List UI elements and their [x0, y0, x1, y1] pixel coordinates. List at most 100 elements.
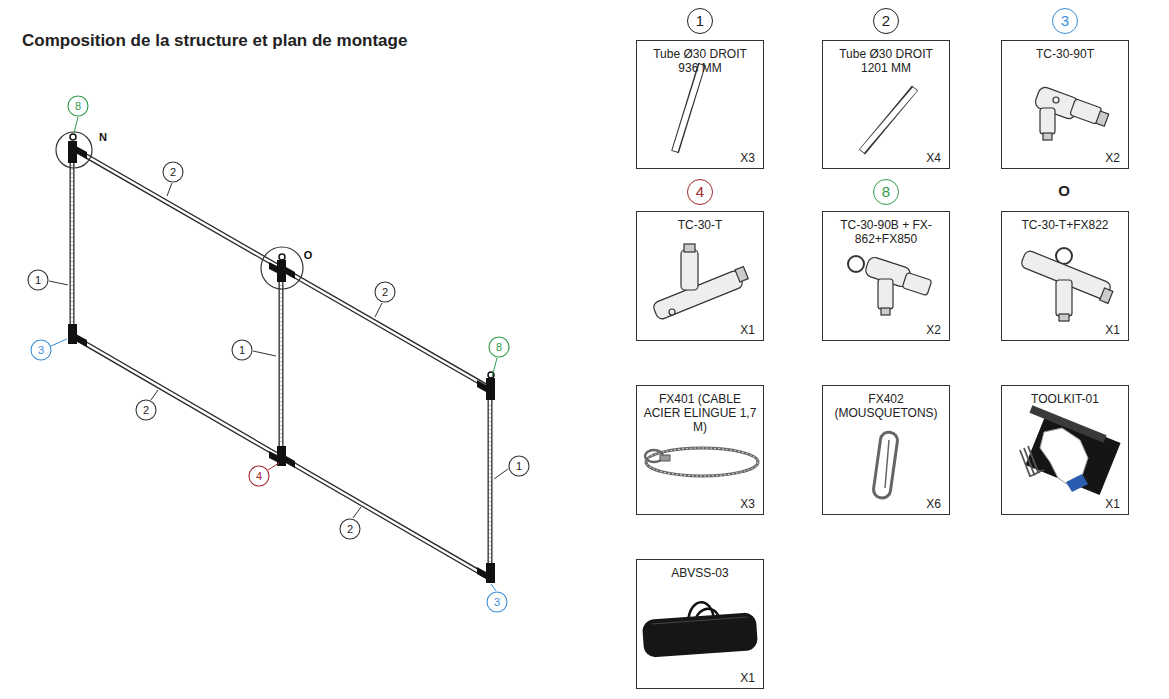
leader-line [492, 358, 497, 377]
leader-line [353, 507, 361, 518]
fitting-stub [878, 279, 893, 309]
fitting-end [735, 267, 748, 282]
quantity: X4 [926, 151, 941, 165]
callout-number: 3 [487, 592, 507, 612]
callout-number: 1 [28, 270, 48, 290]
hex-keys [1020, 446, 1044, 476]
right-post-hatch [490, 405, 491, 562]
part-box: OTC-30-T+FX822X1 [1001, 211, 1129, 341]
fitting-arm [902, 272, 932, 295]
callout-number: 1 [232, 340, 252, 360]
quantity: X1 [740, 671, 755, 685]
callouts [28, 96, 529, 612]
cable-strand [646, 448, 758, 476]
callout-number: 4 [249, 466, 269, 486]
callout-number: 8 [68, 96, 88, 116]
eye-ring [848, 256, 864, 272]
quantity: X1 [1105, 323, 1120, 337]
part-number: 8 [873, 179, 899, 205]
tube-fill [675, 65, 702, 151]
fitting-stub-end [684, 244, 695, 252]
glove-cuff [1066, 474, 1088, 492]
joint-tm-arm-l [269, 262, 277, 273]
carabiner-gate [885, 440, 889, 488]
fitting-end [1100, 288, 1113, 303]
part-box: 2Tube Ø30 DROIT 1201 MMX4 [822, 40, 950, 169]
joint-bm-arm-l [269, 451, 277, 462]
part-box: 8TC-30-90B + FX-862+FX850X2 [822, 211, 950, 341]
fitting-stub [1056, 280, 1072, 316]
quantity: X3 [740, 497, 755, 511]
part-number: 4 [687, 179, 713, 205]
leader-line [253, 351, 276, 356]
tube-picture [675, 64, 702, 152]
joint-tm-arm-r [286, 267, 295, 279]
quantity: X1 [740, 323, 755, 337]
part-box: TOOLKIT-01X1 [1001, 385, 1129, 515]
callout-circle [28, 270, 48, 290]
callout-circle [136, 400, 156, 420]
leader-line [49, 281, 68, 285]
joint-tm [277, 260, 286, 282]
fitting-stub-end [1043, 133, 1052, 140]
quantity: X2 [1105, 151, 1120, 165]
callout-circle [487, 592, 507, 612]
quantity: X6 [926, 497, 941, 511]
fitting-t [652, 244, 748, 321]
fitting-bolt [1053, 97, 1059, 103]
carabiner-body [872, 431, 898, 499]
carry-bag [642, 602, 758, 658]
part-name: TC-30-T [637, 212, 763, 232]
part-number: 2 [873, 8, 899, 34]
page-title: Composition de la structure et plan de m… [22, 31, 407, 51]
part-box: 4TC-30-TX1 [636, 211, 764, 341]
joint-tl-arm [76, 146, 87, 159]
detail-letter: N [93, 127, 113, 147]
joint-br [486, 563, 495, 583]
tube-fill [862, 89, 915, 151]
fitting-bolt [669, 309, 675, 315]
tube-outline [72, 149, 490, 577]
leader-line [151, 390, 158, 400]
cable-sleeve [660, 455, 670, 461]
callout-number: 2 [136, 400, 156, 420]
part-name: FX402 (MOUSQUETONS) [823, 386, 949, 420]
carabiner [872, 431, 898, 499]
joint-bl [68, 324, 77, 344]
part-name: FX401 (CABLE ACIER ELINGUE 1,7 M) [637, 386, 763, 434]
leader-line [375, 303, 382, 317]
quantity: X2 [926, 323, 941, 337]
tube-picture [862, 88, 915, 152]
eye-ring [70, 134, 76, 140]
part-number: O [1052, 179, 1076, 203]
callout-number: 2 [375, 282, 395, 302]
right-post-inner [489, 394, 491, 571]
left-post-hatch [72, 165, 73, 325]
joint-bl-arm [76, 334, 87, 347]
frame-drawing [56, 132, 495, 583]
callout-circle [489, 337, 509, 357]
part-name: Tube Ø30 DROIT 1201 MM [823, 41, 949, 75]
left-post [70, 152, 75, 334]
fitting-stub [1040, 108, 1055, 134]
tube-hatch [72, 165, 490, 562]
joints [68, 141, 495, 583]
fitting-90t [1034, 85, 1109, 140]
callout-number: 3 [31, 340, 51, 360]
middle-post-inner [280, 274, 282, 454]
leader-line [51, 339, 67, 346]
fitting-stub-end [1059, 314, 1069, 321]
part-box: ABVSS-03X1 [636, 559, 764, 689]
callout-number: 2 [163, 162, 183, 182]
fitting-stub [681, 250, 698, 290]
part-name: TC-30-90B + FX-862+FX850 [823, 212, 949, 246]
leader-line [491, 584, 496, 591]
part-number: 3 [1052, 8, 1078, 34]
detail-circle [56, 132, 92, 168]
callout-number: 8 [489, 337, 509, 357]
detail-circle [261, 247, 303, 289]
part-box: 3TC-30-90TX2 [1001, 40, 1129, 169]
part-number: 1 [687, 8, 713, 34]
part-box: FX402 (MOUSQUETONS) X6 [822, 385, 950, 515]
